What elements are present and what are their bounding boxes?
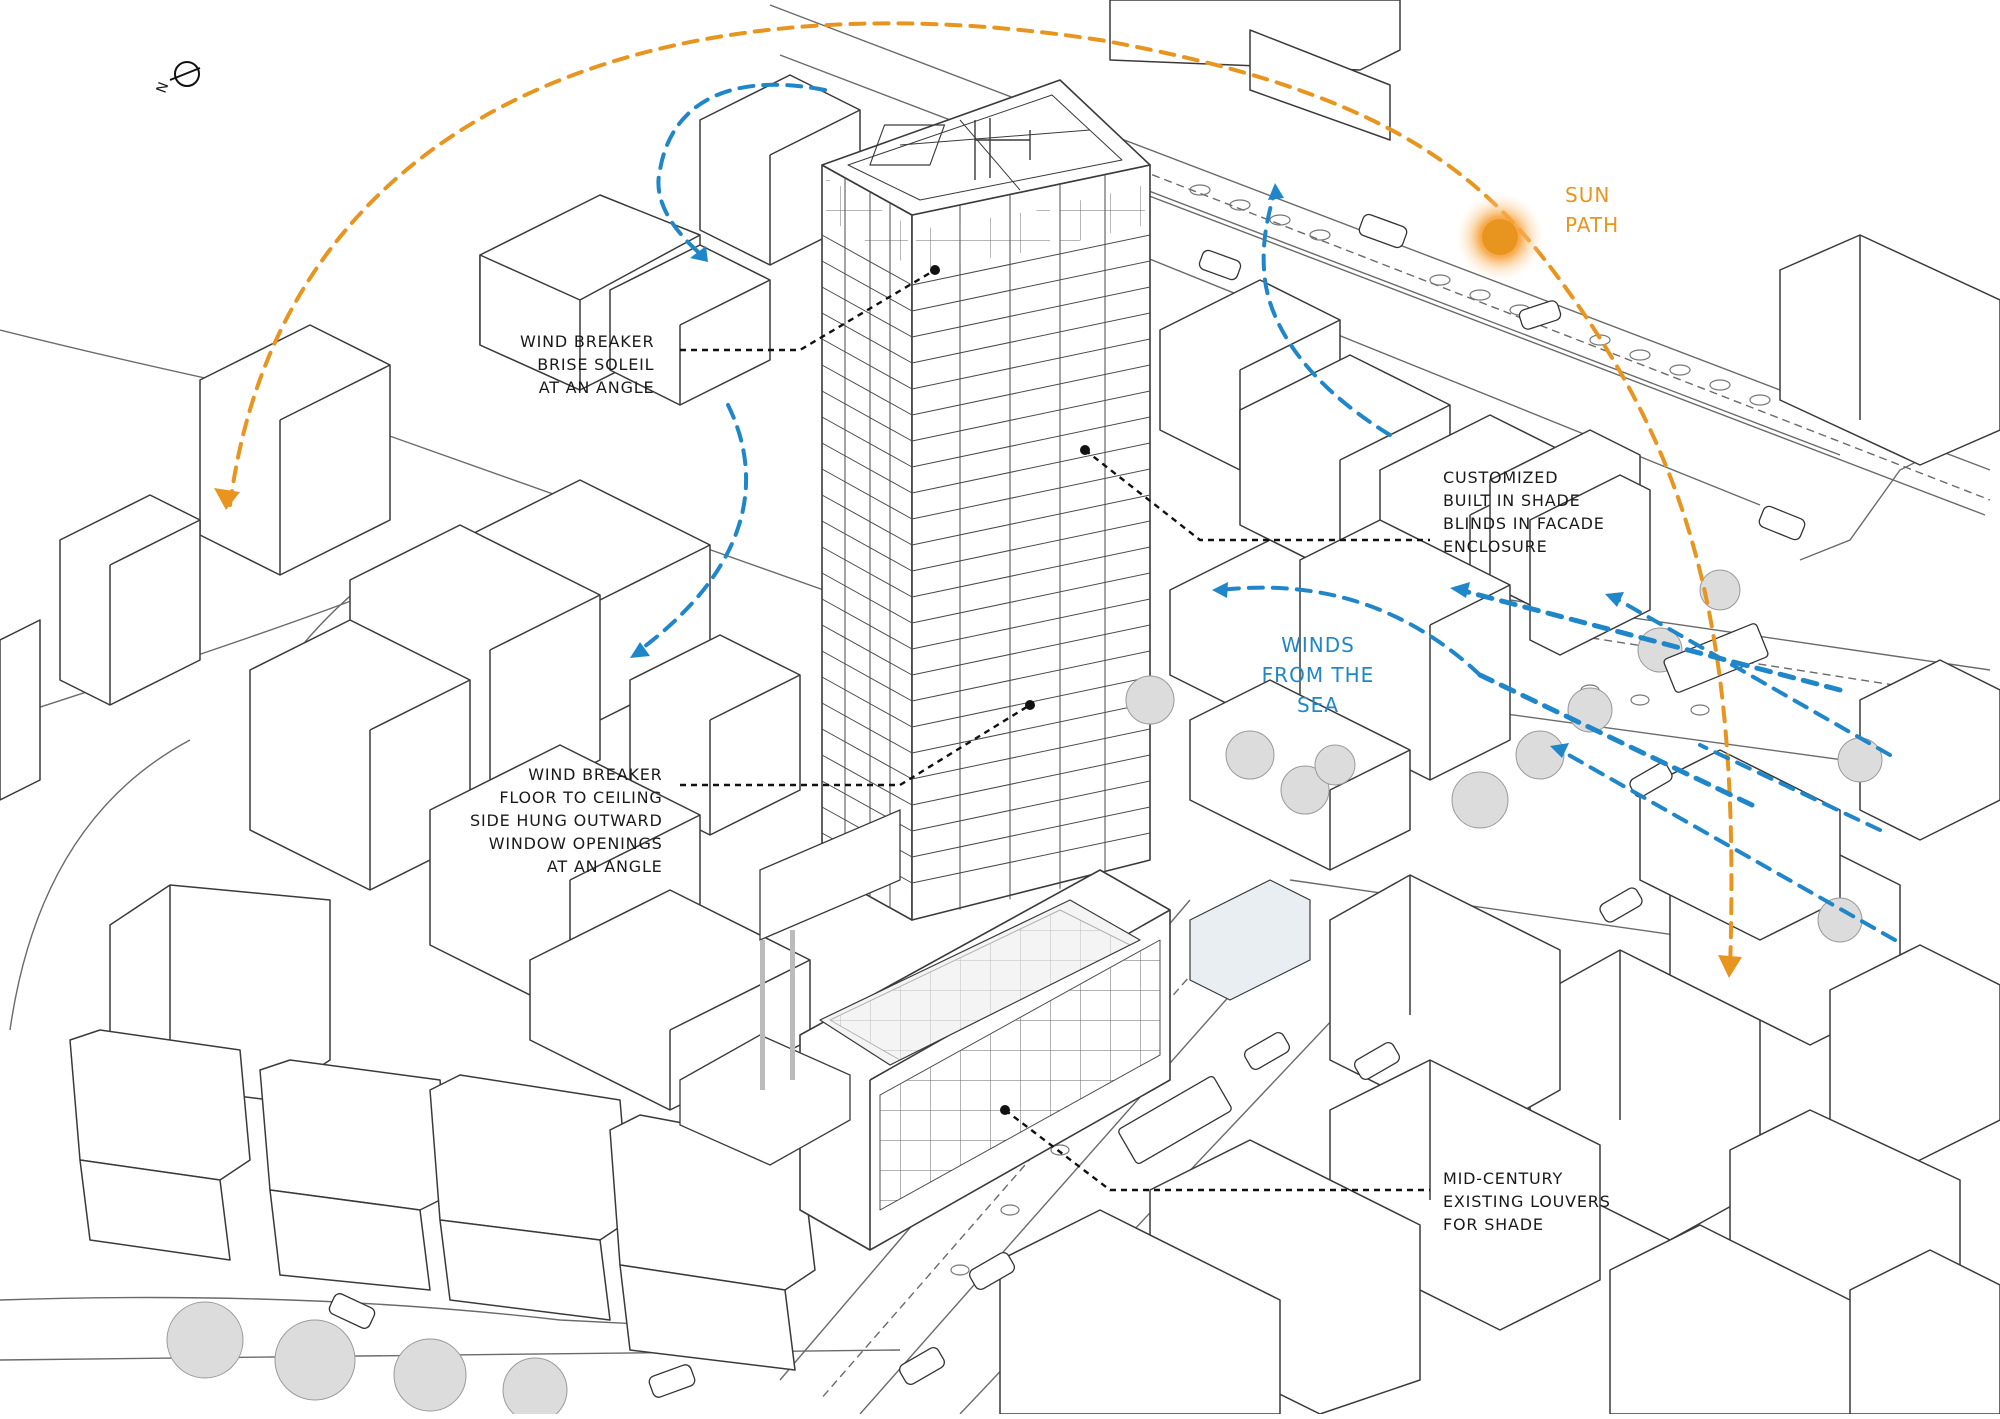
tower-floor-line [911, 754, 1151, 806]
tower-floor-line [911, 234, 1151, 286]
tower-floor-line [911, 364, 1151, 416]
podium-wing [679, 809, 1311, 1166]
annotation-louvers: MID-CENTURY EXISTING LOUVERS FOR SHADE [1443, 1169, 1611, 1234]
tower-floor-line [911, 702, 1151, 754]
wind-arrowheads [630, 183, 1624, 758]
tower-floors [821, 174, 1151, 910]
tower-floor-line [911, 286, 1151, 338]
annotation-window-openings: WIND BREAKER FLOOR TO CEILING SIDE HUNG … [470, 765, 663, 876]
tower-floor-line [821, 286, 913, 338]
tower-floor-line [821, 416, 913, 468]
tower [821, 79, 1151, 921]
tower-floor-line [911, 780, 1151, 832]
tower-floor-line [911, 312, 1151, 364]
tower-floor-line [821, 598, 913, 650]
sun-path-arrow [214, 21, 1742, 978]
winds-from-sea-label: WINDS FROM THE SEA [1261, 633, 1375, 717]
tower-floor-line [911, 260, 1151, 312]
annotation-brise-soleil: WIND BREAKER BRISE SOLEIL AT AN ANGLE [520, 332, 655, 397]
north-arrow-icon [169, 61, 201, 87]
tower-floor-line [911, 468, 1151, 520]
tower-floor-line [821, 572, 913, 624]
tower-floor-line [821, 442, 913, 494]
tower-floor-line [821, 234, 913, 286]
tower-floor-line [911, 650, 1151, 702]
tower-floor-line [911, 806, 1151, 858]
tower-floor-line [911, 390, 1151, 442]
tower-floor-line [821, 676, 913, 728]
tower-floor-line [821, 520, 913, 572]
tower-floor-line [821, 702, 913, 754]
tower-floor-line [821, 312, 913, 364]
tower-floor-line [911, 520, 1151, 572]
tower-floor-line [911, 546, 1151, 598]
tower-floor-line [911, 624, 1151, 676]
tower-floor-line [821, 624, 913, 676]
trees [166, 569, 1883, 1419]
tower-floor-line [911, 442, 1151, 494]
tower-floor-line [911, 416, 1151, 468]
tower-floor-line [821, 338, 913, 390]
sun-path-label: SUN PATH [1565, 183, 1620, 237]
tower-floor-line [821, 494, 913, 546]
tower-floor-line [821, 364, 913, 416]
tower-floor-line [821, 468, 913, 520]
tower-floor-line [911, 598, 1151, 650]
tower-floor-line [911, 494, 1151, 546]
tower-floor-line [911, 832, 1151, 884]
road-markings [950, 184, 1771, 1276]
tower-floor-line [911, 728, 1151, 780]
annotation-shade-blinds: CUSTOMIZED BUILT IN SHADE BLINDS IN FACA… [1443, 468, 1605, 556]
tower-floor-line [821, 754, 913, 806]
brise-soleil-band [826, 178, 1145, 270]
annotation-dots [930, 265, 1090, 1115]
podium [799, 869, 1171, 1251]
tower-floor-line [821, 728, 913, 780]
annotation-leaders [680, 268, 1430, 1192]
tower-floor-line [821, 390, 913, 442]
tower-floor-line [911, 572, 1151, 624]
vehicles [328, 213, 1806, 1398]
wind-arrows [638, 82, 1897, 942]
tower-floor-line [821, 260, 913, 312]
tower-floor-line [911, 338, 1151, 390]
tower-floor-line [821, 546, 913, 598]
tower-floor-line [821, 650, 913, 702]
sun-icon [1456, 193, 1544, 281]
